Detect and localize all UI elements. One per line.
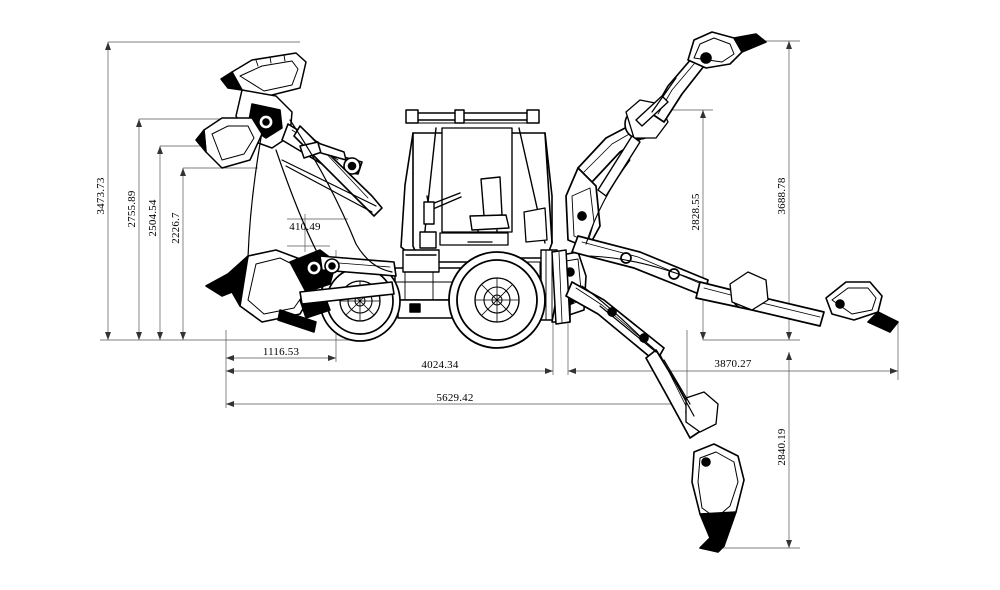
dim-value-5629-42: 5629.42	[436, 392, 473, 404]
loader-arm-trace	[247, 119, 393, 273]
loader-bucket-lower-raised	[195, 117, 263, 169]
backhoe-bucket-raised	[687, 31, 767, 69]
dim-value-410-49: 410.49	[289, 221, 321, 233]
dim-value-3688-78: 3688.78	[776, 177, 788, 214]
loader-lift-arm-lowered	[299, 255, 397, 305]
dim-value-4024-34: 4024.34	[421, 359, 458, 371]
dim-value-2828-55: 2828.55	[690, 193, 702, 230]
backhoe-cylinder-raised	[597, 77, 677, 197]
backhoe-bucket-dug	[691, 443, 745, 553]
dim-value-2504-54: 2504.54	[147, 199, 159, 236]
vertical-dim-small	[287, 214, 348, 252]
vertical-dims-left	[105, 42, 186, 340]
loader-tilt-cylinder	[281, 141, 377, 213]
front-loader-bucket-raised	[220, 52, 307, 97]
backhoe-boom-dug	[565, 281, 665, 363]
backhoe-dipper-extended	[695, 271, 825, 327]
dim-value-3473-73: 3473.73	[95, 177, 107, 214]
dim-value-3870-27: 3870.27	[714, 358, 751, 370]
backhoe-dipper-raised	[651, 57, 705, 123]
stabilizer-leg	[551, 249, 571, 325]
dimension-layer	[100, 40, 899, 549]
vertical-dims-right	[700, 41, 792, 548]
horizontal-dims	[226, 355, 898, 407]
backhoe-cylinder-dug	[599, 305, 695, 417]
machine-layer	[195, 31, 899, 553]
dim-value-2840-19: 2840.19	[776, 428, 788, 465]
backhoe-arc-traces	[581, 159, 701, 351]
dim-value-2755-89: 2755.89	[126, 190, 138, 227]
dimension-text-layer: 3473.73 2755.89 2504.54 2226.7 410.49 28…	[95, 177, 788, 465]
operator-seat	[469, 176, 510, 245]
backhoe-boom-extended	[571, 235, 709, 297]
cab-roof	[405, 109, 540, 124]
control-console	[439, 207, 548, 246]
backhoe-bucket-extended	[825, 281, 899, 333]
dim-value-2226-7: 2226.7	[170, 212, 182, 244]
dim-value-1116-53: 1116.53	[263, 346, 300, 358]
steering-wheel	[419, 192, 462, 249]
rear-wheel	[448, 251, 546, 349]
